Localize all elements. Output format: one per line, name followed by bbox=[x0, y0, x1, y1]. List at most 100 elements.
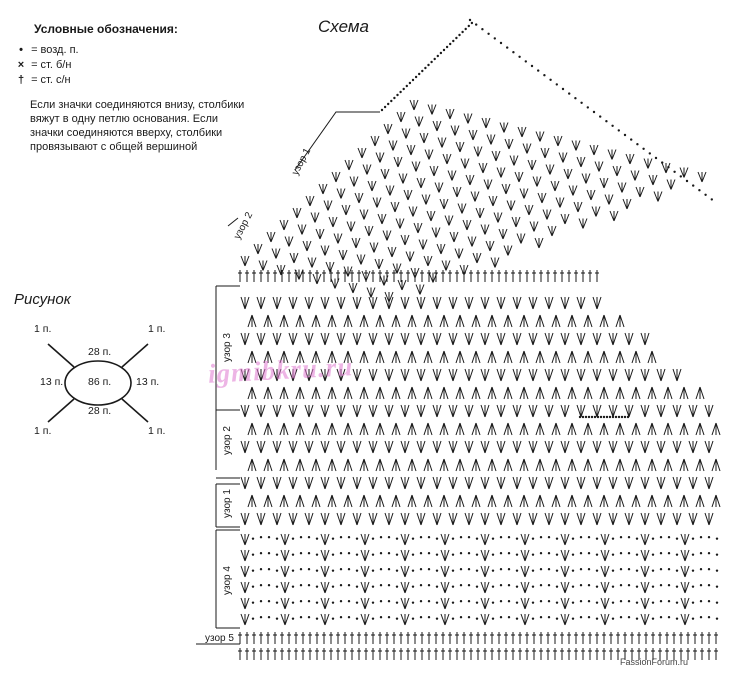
chain-dot bbox=[475, 569, 479, 572]
stitch bbox=[585, 173, 591, 184]
chain-dot bbox=[599, 115, 602, 118]
chain-dot bbox=[611, 569, 615, 572]
stitch bbox=[528, 440, 534, 454]
chain-dot bbox=[467, 551, 471, 555]
stitch bbox=[343, 422, 349, 436]
stitch bbox=[436, 476, 442, 490]
stitch bbox=[405, 251, 411, 262]
chain-dot bbox=[355, 537, 359, 540]
chain-dot bbox=[648, 152, 651, 155]
stitch bbox=[491, 422, 497, 436]
stitch bbox=[564, 613, 570, 626]
stitch bbox=[503, 245, 509, 256]
chain-dot bbox=[379, 599, 383, 603]
stitch bbox=[322, 183, 328, 195]
stitch bbox=[324, 533, 330, 546]
chain-dot bbox=[619, 615, 623, 619]
stitch bbox=[452, 404, 458, 418]
stitch bbox=[380, 168, 386, 180]
chain-dot bbox=[387, 599, 391, 603]
stitch bbox=[514, 171, 520, 183]
chain-dot bbox=[667, 615, 671, 619]
stitch bbox=[635, 350, 641, 364]
chain-dot bbox=[547, 583, 551, 587]
stitch bbox=[443, 494, 449, 508]
stitch bbox=[480, 296, 486, 310]
chain-dot bbox=[380, 108, 384, 112]
stitch bbox=[420, 404, 426, 418]
chain-dot bbox=[547, 599, 551, 603]
stitch bbox=[651, 494, 657, 508]
stitch bbox=[327, 458, 333, 472]
stitch bbox=[583, 458, 589, 472]
stitch bbox=[372, 197, 378, 208]
stitch bbox=[578, 218, 584, 229]
chain-dot bbox=[512, 51, 515, 54]
stitch bbox=[539, 350, 545, 364]
stitch bbox=[656, 368, 662, 382]
stitch bbox=[432, 404, 438, 418]
stitch bbox=[711, 494, 717, 508]
stitch bbox=[276, 368, 282, 382]
stitch bbox=[423, 422, 429, 436]
stitch bbox=[401, 279, 407, 291]
legend-note: Если значки соединяются внизу, столбики … bbox=[30, 99, 245, 153]
chain-dot bbox=[259, 583, 263, 587]
stitch bbox=[631, 458, 637, 472]
stitch bbox=[490, 257, 496, 268]
stitch bbox=[279, 314, 285, 328]
stitch bbox=[423, 386, 429, 400]
chain-dot bbox=[691, 537, 695, 540]
stitch bbox=[444, 533, 450, 546]
stitch bbox=[330, 278, 336, 289]
chain-dot bbox=[691, 585, 695, 588]
stitch bbox=[604, 581, 610, 594]
stitch bbox=[487, 179, 493, 190]
stitch bbox=[640, 512, 646, 526]
stitch bbox=[528, 368, 534, 382]
stitch bbox=[423, 255, 429, 267]
chain-dot bbox=[491, 617, 495, 620]
stitch bbox=[366, 287, 372, 298]
stitch bbox=[382, 230, 388, 241]
stitch bbox=[397, 279, 403, 291]
stitch bbox=[328, 216, 334, 228]
stitch bbox=[535, 494, 541, 508]
stitch bbox=[420, 332, 426, 346]
stitch bbox=[363, 422, 369, 436]
stitch bbox=[644, 613, 650, 626]
chain-dot bbox=[698, 189, 701, 192]
stitch bbox=[647, 386, 653, 400]
stitch bbox=[503, 422, 509, 436]
stitch bbox=[589, 144, 595, 156]
stitch bbox=[539, 494, 545, 508]
stitch bbox=[448, 332, 454, 346]
chain-dot bbox=[355, 553, 359, 556]
stitch bbox=[695, 422, 701, 436]
chain-dot bbox=[578, 415, 582, 419]
stitch bbox=[247, 458, 253, 472]
stitch bbox=[319, 228, 325, 240]
stitch bbox=[624, 368, 630, 382]
stitch bbox=[544, 476, 550, 490]
stitch bbox=[603, 458, 609, 472]
stitch bbox=[469, 174, 475, 186]
stitch bbox=[283, 314, 289, 328]
chain-dot bbox=[339, 567, 343, 571]
stitch bbox=[472, 252, 478, 264]
stitch bbox=[363, 350, 369, 364]
chain-dot bbox=[459, 535, 463, 539]
stitch bbox=[652, 174, 658, 186]
chain-dot bbox=[383, 105, 387, 109]
stitch bbox=[599, 494, 605, 508]
stitch bbox=[440, 613, 446, 626]
chain-dot bbox=[331, 569, 335, 572]
stitch bbox=[447, 170, 453, 181]
stitch bbox=[360, 613, 366, 626]
chain-dot bbox=[291, 585, 295, 588]
stitch bbox=[520, 597, 526, 610]
stitch bbox=[500, 368, 506, 382]
chain-dot bbox=[475, 585, 479, 588]
stitch bbox=[613, 210, 619, 222]
stitch bbox=[456, 186, 462, 198]
